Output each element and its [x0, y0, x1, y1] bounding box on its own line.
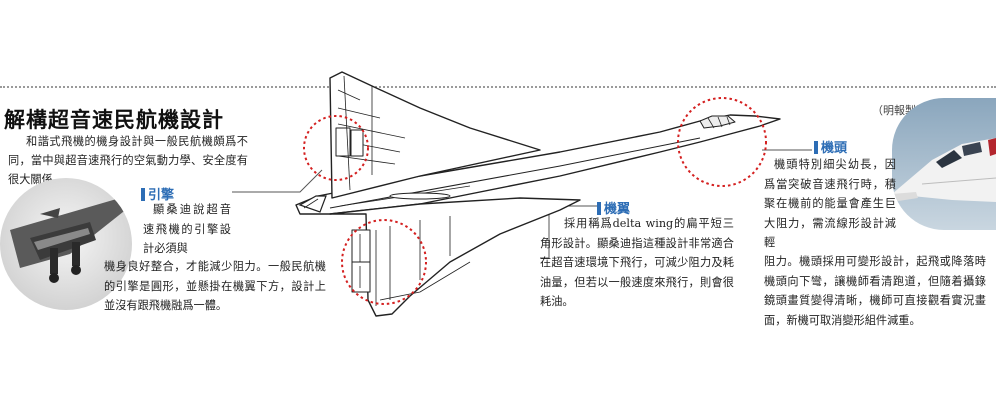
- engine-heading: 引擎: [141, 184, 174, 203]
- nose-callout: [677, 97, 767, 187]
- upper-wing: [329, 71, 541, 199]
- page-title: 解構超音速民航機設計: [4, 108, 224, 132]
- engine-callout-upper: [303, 115, 369, 181]
- callout-circles: [303, 97, 767, 305]
- wing-text: 採用稱爲delta wing的扁平短三角形設計。顯桑迪指這種設計非常適合在超音速…: [540, 217, 734, 308]
- engine-callout-lower: [341, 219, 427, 305]
- intro-text: 和諧式飛機的機身設計與一般民航機頗爲不同，當中與超音速飛行的空氣動力學、安全度有…: [8, 135, 248, 186]
- nose-text-part2: 阻力。機頭採用可變形設計，起飛或降落時機頭向下彎，讓機師看清跑道，但隨着攝錄鏡頭…: [764, 255, 986, 327]
- dotted-divider: [0, 86, 996, 88]
- wing-heading-text: 機翼: [604, 202, 631, 217]
- engine-heading-text: 引擎: [148, 188, 175, 203]
- concorde-nose-photo: [892, 98, 996, 230]
- wing-heading: 機翼: [597, 198, 630, 217]
- heading-bar: [814, 141, 818, 154]
- heading-bar: [597, 202, 601, 215]
- engine-text-part1: 顯桑迪說超音速飛機的引擎設計必須與: [143, 203, 231, 255]
- engine-text-part2: 機身良好整合，才能減少阻力。一般民航機的引擎是圓形，並懸掛在機翼下方，設計上並沒…: [104, 260, 326, 312]
- nose-heading: 機頭: [814, 137, 847, 156]
- tail-fin: [298, 195, 327, 213]
- nose-text-part1: 機頭特別細尖幼長，因爲當突破音速飛行時，積聚在機前的能量會產生巨大阻力，需流線形…: [764, 158, 896, 249]
- heading-bar: [141, 188, 145, 201]
- concorde-engine-photo: [0, 178, 132, 310]
- nose-heading-text: 機頭: [821, 141, 848, 156]
